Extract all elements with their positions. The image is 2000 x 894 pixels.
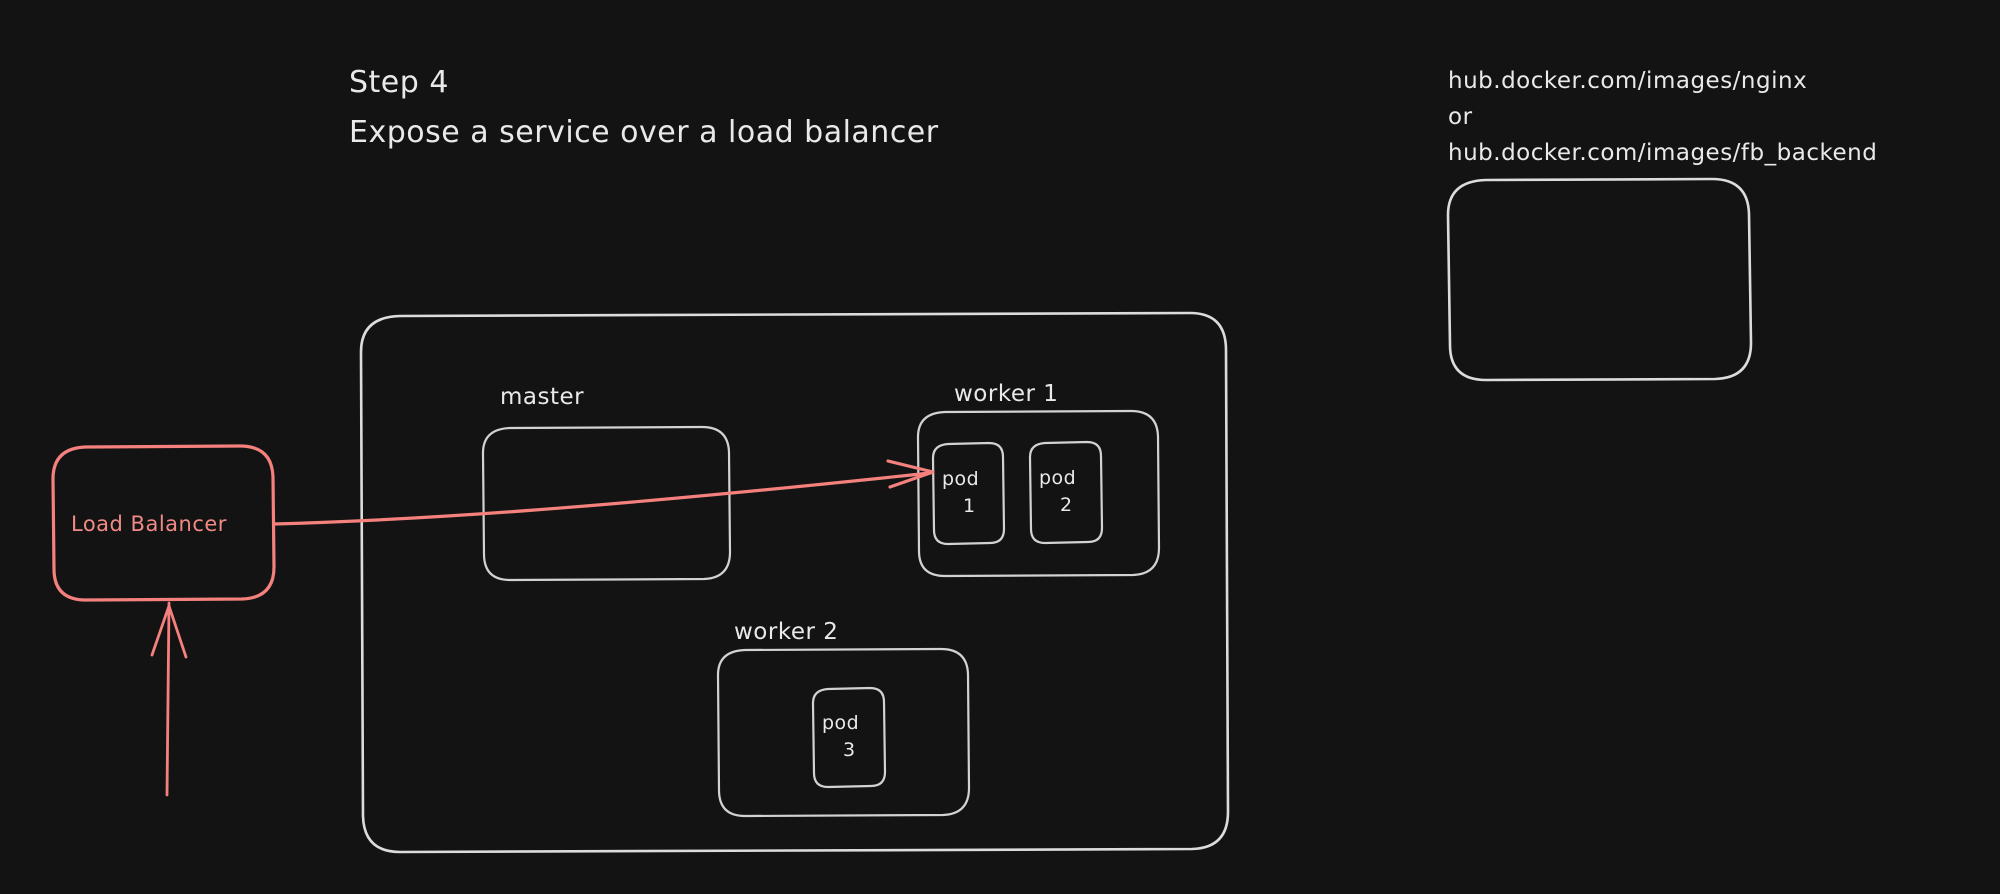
pod-2-label-line2: 2 <box>1060 494 1073 516</box>
title-line-1: Step 4 <box>349 65 449 100</box>
lb-to-pod1-line <box>272 471 932 526</box>
load-balancer-label: Load Balancer <box>71 512 227 536</box>
worker-2-node-label: worker 2 <box>734 619 838 645</box>
cluster-boundary <box>359 311 1230 854</box>
pod-3-box <box>811 686 887 789</box>
title-line-2: Expose a service over a load balancer <box>349 115 939 150</box>
master-node-box <box>481 425 732 582</box>
worker-1-node-label: worker 1 <box>954 381 1058 407</box>
master-node-label: master <box>500 384 584 410</box>
image-reference-box <box>1446 177 1753 382</box>
load-balancer-box <box>51 444 276 602</box>
worker-1-node-box <box>916 409 1161 578</box>
image-url-conjunction: or <box>1448 104 1473 130</box>
worker-2-node-box <box>716 647 971 818</box>
pod-2-box <box>1028 440 1104 545</box>
image-url-primary: hub.docker.com/images/nginx <box>1448 68 1807 94</box>
ingress-arrow-shaft <box>165 601 171 797</box>
image-url-secondary: hub.docker.com/images/fb_backend <box>1448 140 1877 166</box>
lb-to-pod1-arrow-head <box>886 459 935 489</box>
pod-1-label-line1: pod <box>942 468 979 490</box>
pod-2-label-line1: pod <box>1039 467 1076 489</box>
pod-1-label-line2: 1 <box>963 495 976 517</box>
ingress-arrow-head <box>150 604 188 659</box>
pod-1-box <box>931 441 1006 546</box>
pod-3-label-line2: 3 <box>843 739 856 761</box>
pod-3-label-line1: pod <box>822 712 859 734</box>
